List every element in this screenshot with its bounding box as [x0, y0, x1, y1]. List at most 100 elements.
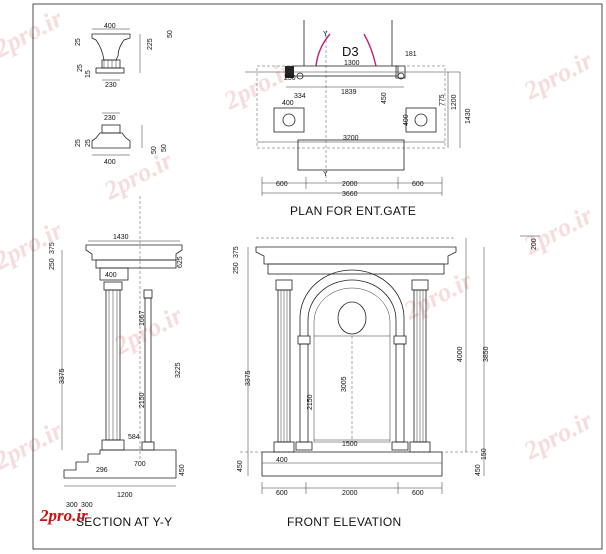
front-elevation: 1500 400 250 375 3375 450 2150 3005 4000… — [233, 235, 540, 529]
plan-pier-left — [273, 107, 305, 133]
capital-flutes — [103, 60, 117, 68]
dim-section-base: 1200 — [117, 492, 133, 499]
dim-plan-450: 450 — [381, 92, 388, 104]
front-small-column-left-capital — [297, 335, 311, 345]
dim-front-150: 150 — [481, 448, 488, 460]
section-architrave — [95, 259, 177, 269]
arch-inner — [307, 279, 397, 336]
front-small-column-right-shaft — [395, 343, 405, 443]
dim-base-bottom: 400 — [104, 159, 116, 166]
dim-front-450-left: 450 — [237, 460, 244, 472]
dim-plan-1200: 1200 — [451, 94, 458, 110]
column-circle — [397, 72, 405, 80]
arch-outer — [299, 269, 405, 336]
base-profile — [91, 132, 131, 149]
dim-plan-left-small: 250 — [284, 75, 296, 82]
front-column-right-base — [409, 441, 431, 453]
section-mark-top: Y — [323, 31, 328, 38]
dim-section-450: 450 — [179, 464, 186, 476]
dim-capital-h3: 50 — [167, 30, 174, 38]
dim-section-3225: 3225 — [175, 362, 182, 378]
dim-capital-small-left: 25 — [77, 64, 84, 72]
front-small-column-right-base — [391, 441, 409, 451]
base-neck — [101, 124, 121, 134]
front-small-column-left-base — [295, 441, 313, 451]
gate-leaf-left — [315, 33, 331, 67]
dim-capital-top: 400 — [104, 23, 116, 30]
dim-front-3375: 3375 — [245, 370, 252, 386]
dim-section-top: 1430 — [113, 234, 129, 241]
front-architrave — [267, 263, 445, 275]
front-small-column-left-shaft — [299, 343, 309, 443]
watermark-text: 2pro.ir — [98, 145, 178, 206]
dim-section-2150: 2150 — [139, 392, 146, 408]
front-column-left-base — [273, 441, 295, 453]
plan-title: PLAN FOR ENT.GATE — [290, 204, 416, 218]
watermark-text: 2pro.ir — [0, 415, 68, 476]
dim-front-375: 375 — [233, 246, 240, 258]
base-detail: 230 400 25 25 50 50 — [75, 112, 168, 166]
watermark-text: 2pro.ir — [0, 215, 68, 276]
dim-section-3375: 3375 — [59, 368, 66, 384]
brand-logo: 2pro.ir — [39, 506, 88, 525]
dim-section-300a: 300 — [66, 502, 78, 509]
arch-fanlight — [313, 287, 391, 336]
watermark-text: 2pro.ir — [518, 405, 598, 466]
dim-plan-top: 1300 — [344, 60, 360, 67]
section-small-base — [141, 441, 155, 451]
dim-plan-center-2000: 2000 — [342, 181, 358, 188]
front-title: FRONT ELEVATION — [287, 515, 402, 529]
section-mark-bottom: Y — [323, 171, 328, 178]
front-platform — [261, 451, 443, 477]
plan-pier-right — [405, 107, 437, 133]
plan-step — [297, 139, 405, 171]
sheet-border — [32, 3, 603, 550]
dim-section-375: 375 — [49, 242, 56, 254]
dim-front-400: 400 — [276, 457, 288, 464]
capital-profile — [91, 33, 131, 61]
dim-pier-left: 400 — [282, 100, 294, 107]
dim-plan-inner: 3200 — [343, 135, 359, 142]
dim-plan-right-600: 600 — [412, 181, 424, 188]
pier-column-circle — [282, 113, 296, 127]
watermark-text: 2pro.ir — [518, 45, 598, 106]
front-column-right-flutes — [416, 290, 424, 442]
plan-beam — [291, 65, 399, 77]
section-small-capital — [143, 289, 153, 299]
dim-base-h2: 25 — [85, 139, 92, 147]
dim-section-1667: 1667 — [139, 310, 146, 326]
watermark-text: 2pro.ir — [518, 200, 598, 261]
dim-plan-overall: 3660 — [342, 191, 358, 198]
dim-plan-775: 775 — [439, 94, 446, 106]
dim-base-h3: 50 — [151, 146, 158, 154]
capital-detail: 400 230 25 225 50 25 15 — [75, 23, 174, 89]
plan-view: D3 Y 1300 181 250 1839 334 400 400 450 7… — [245, 20, 472, 218]
door-tag: D3 — [342, 44, 359, 59]
front-column-left-flutes — [280, 290, 288, 442]
section-cornice — [85, 244, 183, 261]
column-circle — [296, 72, 304, 80]
dim-front-200: 200 — [531, 238, 538, 250]
dim-section-cap: 400 — [105, 272, 117, 279]
dim-front-4000: 4000 — [457, 346, 464, 362]
section-column-base — [101, 439, 125, 451]
dim-section-625: 625 — [177, 256, 184, 268]
section-view: 1430 400 250 375 3375 625 3225 2150 1667… — [49, 196, 186, 529]
section-column-capital — [103, 281, 123, 291]
dim-front-3850: 3850 — [483, 346, 490, 362]
dim-capital-bottom: 230 — [105, 82, 117, 89]
dim-section-250: 250 — [49, 258, 56, 270]
dim-front-2150: 2150 — [307, 394, 314, 410]
front-column-left-capital — [275, 279, 293, 291]
dim-section-700: 700 — [134, 461, 146, 468]
front-cornice — [255, 246, 457, 265]
front-small-column-right-capital — [393, 335, 407, 345]
section-steps — [63, 449, 177, 479]
pier-column-circle — [414, 113, 428, 127]
dim-plan-left-gap: 334 — [294, 93, 306, 100]
capital-neck — [101, 59, 121, 69]
dim-base-h1: 25 — [75, 139, 82, 147]
dim-plan-1430: 1430 — [465, 108, 472, 124]
dim-front-center-2000: 2000 — [342, 490, 358, 497]
watermark-text: 2pro.ir — [0, 3, 68, 64]
